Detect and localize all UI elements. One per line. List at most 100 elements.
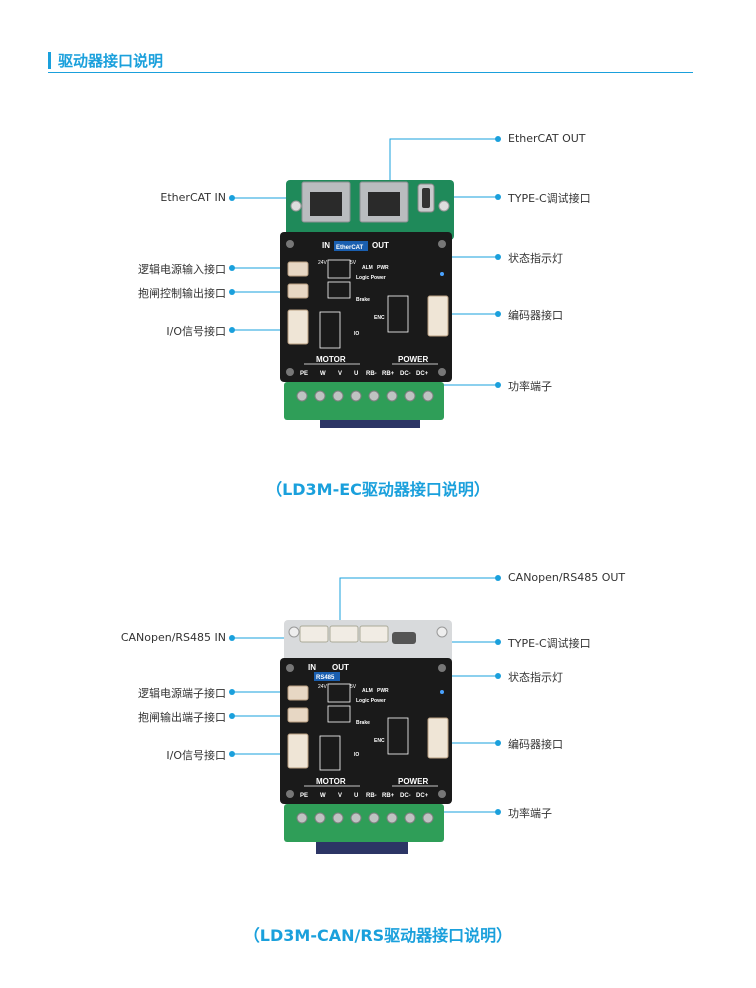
label-typec-debug-2: TYPE-C调试接口 (508, 637, 591, 650)
encoder-connector (427, 295, 449, 337)
label-canopen-in: CANopen/RS485 IN (120, 631, 226, 644)
label-typec-debug: TYPE-C调试接口 (508, 192, 591, 205)
pwr-label-2: PWR (377, 688, 389, 694)
label-logic-power-terminal: 逻辑电源端子接口 (138, 687, 226, 700)
motor-label: MOTOR (316, 355, 346, 364)
brake-connector-2 (287, 707, 309, 723)
motor-label-2: MOTOR (316, 777, 346, 786)
label-ethercat-out: EtherCAT OUT (508, 132, 586, 145)
label-io-signal-2: I/O信号接口 (166, 749, 226, 762)
label-ethercat-in: EtherCAT IN (160, 191, 226, 204)
enc-outline-2 (387, 717, 409, 755)
label-io-signal: I/O信号接口 (166, 325, 226, 338)
terminal-label: RB+ (382, 793, 395, 799)
brake-outline-2 (327, 705, 351, 723)
led-5v-label: 5V (350, 260, 357, 266)
terminal-label: DC- (400, 371, 411, 377)
alm-label: ALM (362, 265, 373, 271)
section-title-text: 驱动器接口说明 (58, 52, 164, 70)
terminal-label: U (354, 371, 358, 377)
led-24v-label: 24V (318, 260, 328, 266)
enc-label-2: ENC (374, 738, 385, 744)
logic-power-outline-2 (327, 683, 351, 703)
black-panel-2 (280, 658, 452, 804)
brake-label-2: Brake (356, 720, 370, 726)
logic-power-connector (287, 261, 309, 277)
terminal-label: V (338, 371, 342, 377)
label-encoder: 编码器接口 (508, 309, 563, 322)
pwr-label: PWR (377, 265, 389, 271)
rs485-badge (314, 672, 340, 681)
black-panel (280, 232, 452, 382)
label-brake-output: 抱闸控制输出接口 (138, 287, 226, 300)
status-led-2 (440, 690, 444, 694)
mount-hole (438, 200, 450, 212)
label-power-terminal-2: 功率端子 (508, 807, 552, 820)
logic-power-connector-2 (287, 685, 309, 701)
terminal-label: PE (300, 371, 308, 377)
typec-port-2 (392, 632, 416, 644)
screw (286, 790, 294, 798)
heatsink-bottom-2 (316, 842, 408, 854)
screw (286, 368, 294, 376)
terminal-label: W (320, 371, 326, 377)
rj45-out-socket (368, 192, 400, 216)
caption-ec: （LD3M-EC驱动器接口说明） (266, 480, 490, 499)
label-status-led: 状态指示灯 (508, 252, 563, 265)
brake-connector (287, 283, 309, 299)
enc-label: ENC (374, 315, 385, 321)
label-brake-terminal: 抱闸输出端子接口 (138, 711, 226, 724)
ld3m-can-board: IN OUT RS485 24V 5V ALM PWR Logic Power … (280, 620, 452, 854)
power-terminal-block-2 (284, 804, 444, 842)
terminal-label: DC+ (416, 371, 429, 377)
label-logic-power-input: 逻辑电源输入接口 (138, 263, 226, 276)
typec-socket (422, 188, 430, 208)
screw (286, 240, 294, 248)
title-accent-bar (48, 52, 51, 69)
terminal-label: W (320, 793, 326, 799)
screw (438, 240, 446, 248)
mount-hole (290, 200, 302, 212)
terminal-label: U (354, 793, 358, 799)
out-label-2: OUT (332, 663, 349, 672)
alm-label-2: ALM (362, 688, 373, 694)
status-led (440, 272, 444, 276)
terminal-label: PE (300, 793, 308, 799)
ethercat-badge (334, 241, 368, 251)
heatsink-bottom (320, 420, 420, 428)
io-label-2: IO (354, 752, 359, 758)
can-mid-connector (329, 625, 359, 643)
in-label-2: IN (308, 663, 316, 672)
io-connector-2 (287, 733, 309, 769)
can-out-connector (359, 625, 389, 643)
terminal-label: RB- (366, 371, 377, 377)
logic-power-label: Logic Power (356, 275, 386, 281)
io-outline (319, 311, 341, 349)
ld3m-ec-board: IN EtherCAT OUT 24V 5V ALM PWR Logic Pow… (280, 180, 454, 428)
mount-hole (288, 626, 300, 638)
in-label: IN (322, 241, 330, 250)
label-encoder-2: 编码器接口 (508, 738, 563, 751)
terminal-label: DC+ (416, 793, 429, 799)
out-label: OUT (372, 241, 389, 250)
encoder-connector-2 (427, 717, 449, 759)
terminal-label: V (338, 793, 342, 799)
mount-hole (436, 626, 448, 638)
io-label: IO (354, 331, 359, 337)
terminal-label: DC- (400, 793, 411, 799)
caption-can: （LD3M-CAN/RS驱动器接口说明） (243, 926, 513, 945)
rs485-badge-text: RS485 (316, 675, 335, 681)
logic-power-label-2: Logic Power (356, 698, 386, 704)
screw (286, 664, 294, 672)
power-label: POWER (398, 355, 428, 364)
section-title: 驱动器接口说明 (48, 50, 693, 73)
logic-power-outline (327, 259, 351, 279)
screw (438, 368, 446, 376)
terminal-label: RB- (366, 793, 377, 799)
led-24v-label-2: 24V (318, 684, 328, 690)
rj45-in-socket (310, 192, 342, 216)
label-status-led-2: 状态指示灯 (508, 671, 563, 684)
label-canopen-out: CANopen/RS485 OUT (508, 571, 626, 584)
power-terminal-block (284, 382, 444, 420)
terminal-label: RB+ (382, 371, 395, 377)
